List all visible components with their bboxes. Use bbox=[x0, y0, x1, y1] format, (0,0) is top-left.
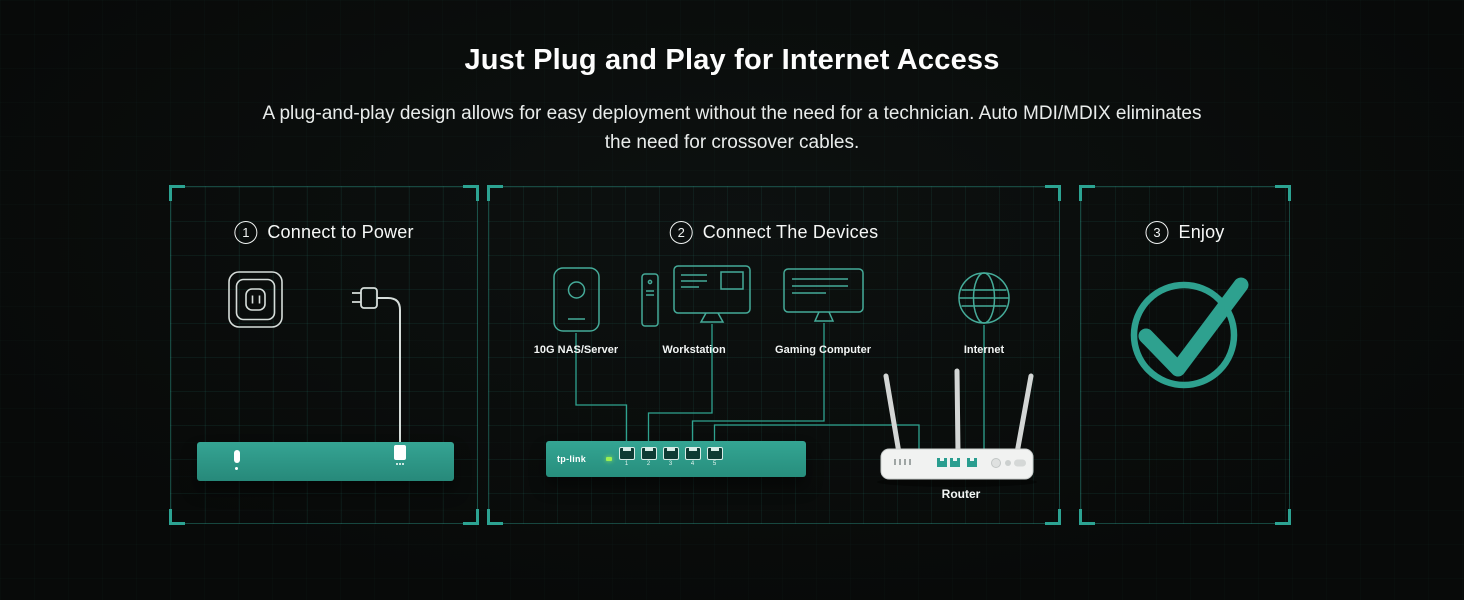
corner-bracket-icon bbox=[463, 509, 479, 525]
step-number-icon: 1 bbox=[234, 221, 258, 244]
port-number: 4 bbox=[690, 461, 695, 467]
gaming-computer-icon bbox=[783, 268, 864, 322]
router-led-icons bbox=[894, 459, 911, 465]
step-number-icon: 3 bbox=[1145, 221, 1169, 244]
step-heading-connect-power: 1 Connect to Power bbox=[234, 221, 413, 244]
router-label: Router bbox=[941, 487, 981, 501]
corner-bracket-icon bbox=[1275, 509, 1291, 525]
step-label: Connect to Power bbox=[267, 222, 414, 242]
corner-bracket-icon bbox=[1275, 185, 1291, 201]
corner-bracket-icon bbox=[1045, 509, 1061, 525]
corner-bracket-icon bbox=[463, 185, 479, 201]
port-number: 3 bbox=[668, 461, 673, 467]
power-inlet-connector-icon bbox=[394, 445, 406, 465]
device-label-nas: 10G NAS/Server bbox=[533, 344, 619, 356]
corner-bracket-icon bbox=[1079, 509, 1095, 525]
device-label-workstation: Workstation bbox=[662, 344, 726, 356]
port-number: 1 bbox=[624, 461, 629, 467]
step-panel-connect-power: 1 Connect to Power bbox=[169, 185, 479, 525]
power-cable bbox=[377, 297, 401, 442]
power-connection-illustration bbox=[228, 271, 401, 442]
step-panel-enjoy: 3 Enjoy bbox=[1079, 185, 1291, 525]
page-title: Just Plug and Play for Internet Access bbox=[464, 44, 1000, 76]
tplink-logo: tp-link bbox=[557, 454, 587, 464]
router-antennas-icon bbox=[883, 368, 1034, 456]
ethernet-port-icon bbox=[684, 447, 701, 460]
corner-bracket-icon bbox=[487, 185, 503, 201]
switch-port: 2 bbox=[640, 447, 657, 468]
switch-port-row: 1 2 3 4 5 bbox=[618, 447, 723, 468]
internet-globe-icon bbox=[958, 272, 1010, 324]
step-panel-connect-devices: 2 Connect The Devices bbox=[487, 185, 1061, 525]
router-button-icons bbox=[991, 458, 1026, 468]
wall-outlet-icon bbox=[228, 271, 283, 328]
router-port-icons bbox=[937, 458, 977, 467]
ethernet-port-icon bbox=[662, 447, 679, 460]
port-number: 2 bbox=[646, 461, 651, 467]
switch-device-power-view bbox=[197, 442, 454, 481]
corner-bracket-icon bbox=[1045, 185, 1061, 201]
devices-topology-illustration bbox=[553, 265, 1037, 487]
enjoy-illustration bbox=[1130, 277, 1249, 389]
switch-power-led-icon bbox=[606, 457, 612, 461]
connection-lines bbox=[575, 323, 985, 449]
router-illustration bbox=[877, 368, 1037, 487]
device-label-gaming: Gaming Computer bbox=[775, 344, 871, 356]
switch-port: 5 bbox=[706, 447, 723, 468]
check-circle-icon bbox=[1130, 277, 1249, 389]
page-subtitle: A plug-and-play design allows for easy d… bbox=[262, 103, 1202, 153]
corner-bracket-icon bbox=[487, 509, 503, 525]
corner-bracket-icon bbox=[169, 509, 185, 525]
ethernet-port-icon bbox=[640, 447, 657, 460]
device-label-internet: Internet bbox=[963, 344, 1005, 356]
corner-bracket-icon bbox=[169, 185, 185, 201]
switch-port: 1 bbox=[618, 447, 635, 468]
step-label: Enjoy bbox=[1178, 222, 1225, 242]
tplink-switch-device: tp-link 1 2 3 4 bbox=[546, 441, 806, 477]
workstation-icon bbox=[641, 265, 751, 327]
switch-port: 3 bbox=[662, 447, 679, 468]
port-number: 5 bbox=[712, 461, 717, 467]
ethernet-port-icon bbox=[618, 447, 635, 460]
power-plug-icon bbox=[352, 287, 378, 309]
step-heading-connect-devices: 2 Connect The Devices bbox=[669, 221, 879, 244]
step-number-icon: 2 bbox=[669, 221, 693, 244]
ethernet-port-icon bbox=[706, 447, 723, 460]
corner-bracket-icon bbox=[1079, 185, 1095, 201]
switch-led-indicator-icon bbox=[234, 450, 240, 470]
step-heading-enjoy: 3 Enjoy bbox=[1145, 221, 1224, 244]
nas-server-icon bbox=[553, 267, 600, 332]
switch-port: 4 bbox=[684, 447, 701, 468]
step-label: Connect The Devices bbox=[702, 222, 879, 242]
